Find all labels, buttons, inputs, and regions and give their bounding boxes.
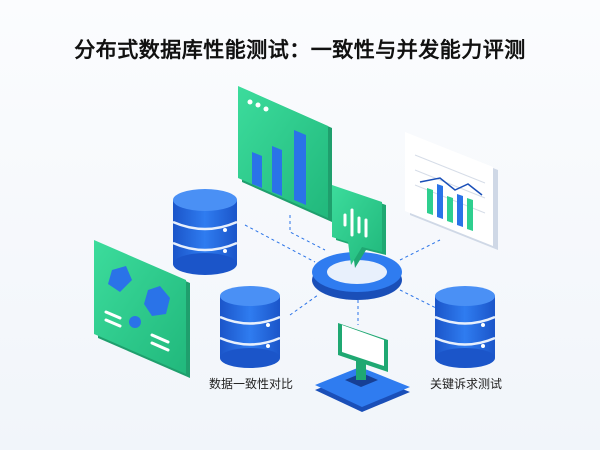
database-icon-right [434, 286, 496, 368]
line-chart-card [405, 132, 498, 250]
bar-chart-panel [238, 86, 332, 222]
database-icon-middle [219, 286, 281, 368]
sound-wave-icon [343, 208, 368, 238]
monitor-icon [315, 323, 410, 412]
consistency-label: 数据一致性对比 [209, 377, 294, 391]
requirements-label: 关键诉求测试 [430, 377, 503, 391]
connector-lines [244, 215, 441, 325]
database-icon-top-left [172, 189, 238, 275]
shapes-panel [94, 240, 190, 378]
central-hub [312, 185, 402, 300]
page-title: 分布式数据库性能测试：一致性与并发能力评测 [74, 38, 526, 62]
